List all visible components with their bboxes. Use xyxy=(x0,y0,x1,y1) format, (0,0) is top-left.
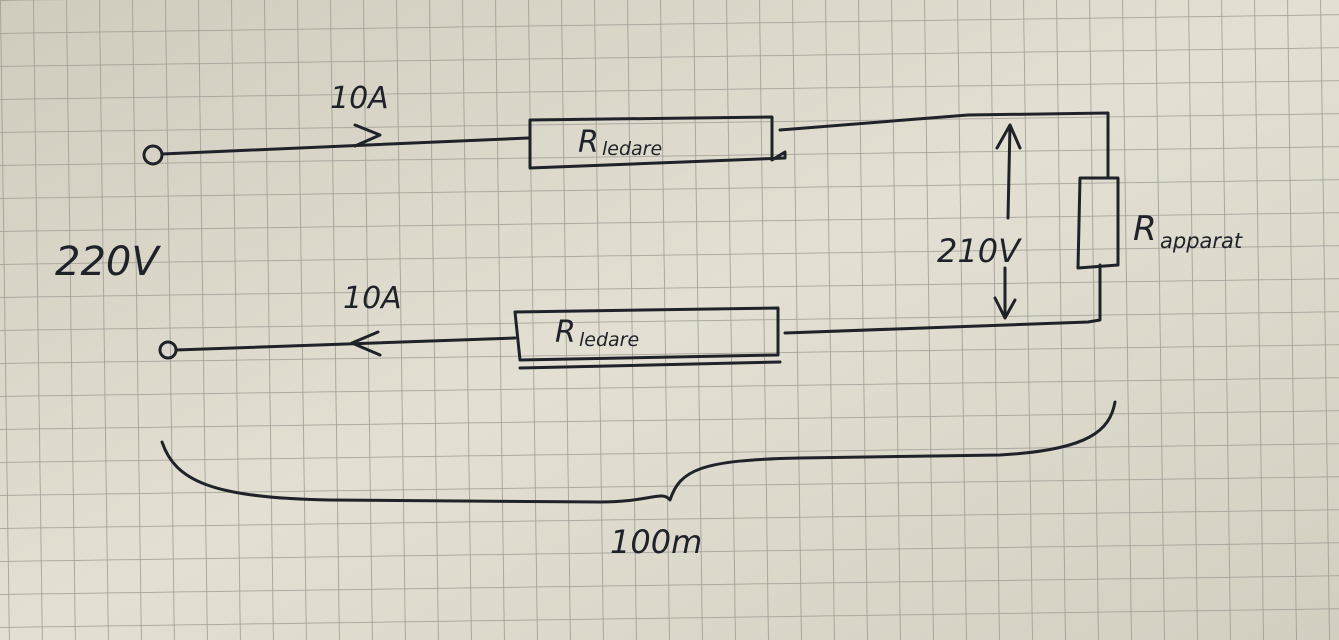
resistor-bottom-subscript: ledare xyxy=(579,329,639,351)
current-label-bottom: 10A xyxy=(343,281,402,316)
current-arrow-left xyxy=(350,330,382,357)
length-label: 100m xyxy=(610,523,702,561)
bottom-wire-left xyxy=(174,336,517,352)
voltage-arrow-up xyxy=(995,123,1022,220)
resistor-bottom-symbol: R xyxy=(555,315,576,350)
resistor-top xyxy=(528,115,787,170)
resistor-top-subscript: ledare xyxy=(602,138,662,160)
bottom-wire-right xyxy=(783,263,1102,335)
resistor-top-symbol: R xyxy=(578,125,599,160)
resistor-load xyxy=(1076,176,1120,270)
resistor-bottom xyxy=(513,306,782,370)
load-symbol: R xyxy=(1133,209,1157,249)
voltage-arrow-down xyxy=(993,266,1017,320)
load-subscript: apparat xyxy=(1160,229,1243,253)
load-voltage-label: 210V xyxy=(937,232,1022,270)
source-voltage-label: 220V xyxy=(55,239,161,285)
current-arrow-right xyxy=(353,123,382,148)
current-label-top: 10A xyxy=(330,81,389,116)
top-wire-left xyxy=(160,136,530,156)
length-brace xyxy=(160,400,1117,504)
top-wire-right xyxy=(778,111,1110,180)
